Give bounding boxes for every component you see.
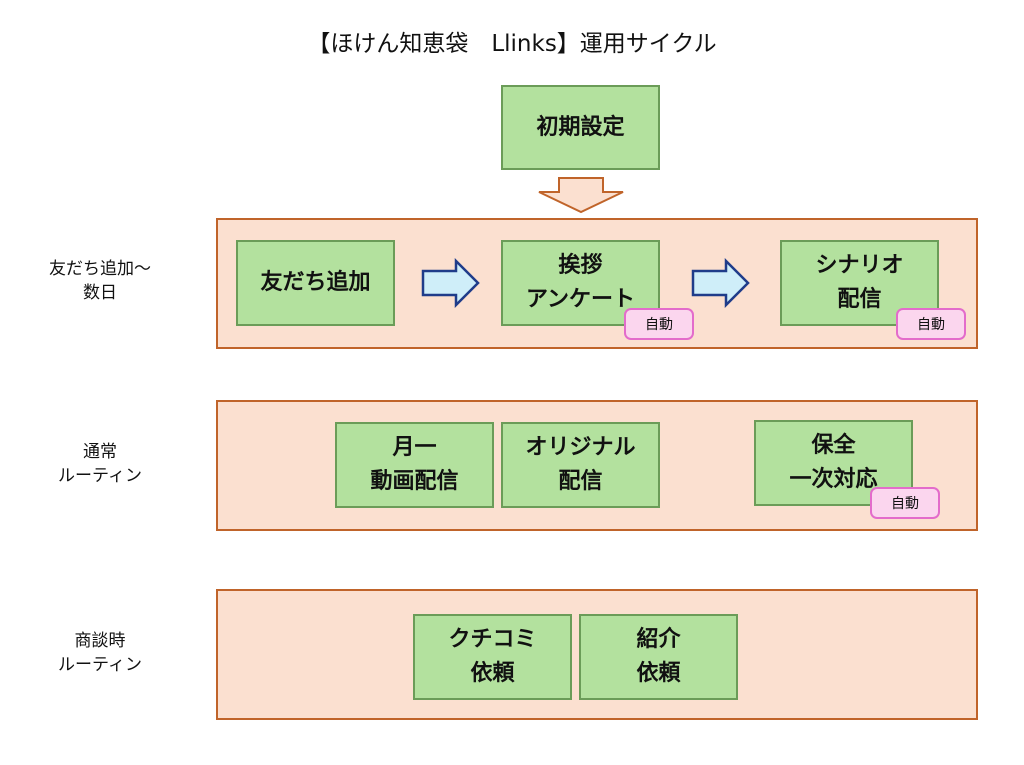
box-referral-request: 紹介 依頼 — [579, 614, 738, 700]
box-greeting-survey: 挨拶 アンケート — [501, 240, 660, 326]
box-add-friend: 友だち追加 — [236, 240, 395, 326]
auto-badge: 自動 — [624, 308, 694, 340]
box-original-delivery: オリジナル 配信 — [501, 422, 660, 508]
row-label-negotiation-routine: 商談時 ルーティン — [58, 631, 142, 675]
arrow-down-icon — [538, 177, 624, 214]
box-review-request: クチコミ 依頼 — [413, 614, 572, 700]
diagram-title: 【ほけん知恵袋 Llinks】運用サイクル — [307, 31, 717, 57]
box-monthly-video: 月一 動画配信 — [335, 422, 494, 508]
box-label: 初期設定 — [536, 114, 625, 140]
auto-badge: 自動 — [870, 487, 940, 519]
row-label-onboarding: 友だち追加～ 数日 — [49, 259, 151, 303]
row-label-regular-routine: 通常 ルーティン — [58, 442, 142, 486]
arrow-right-icon — [691, 258, 750, 308]
auto-badge: 自動 — [896, 308, 966, 340]
arrow-right-icon — [421, 258, 480, 308]
box-initial-setup: 初期設定 — [501, 85, 660, 170]
